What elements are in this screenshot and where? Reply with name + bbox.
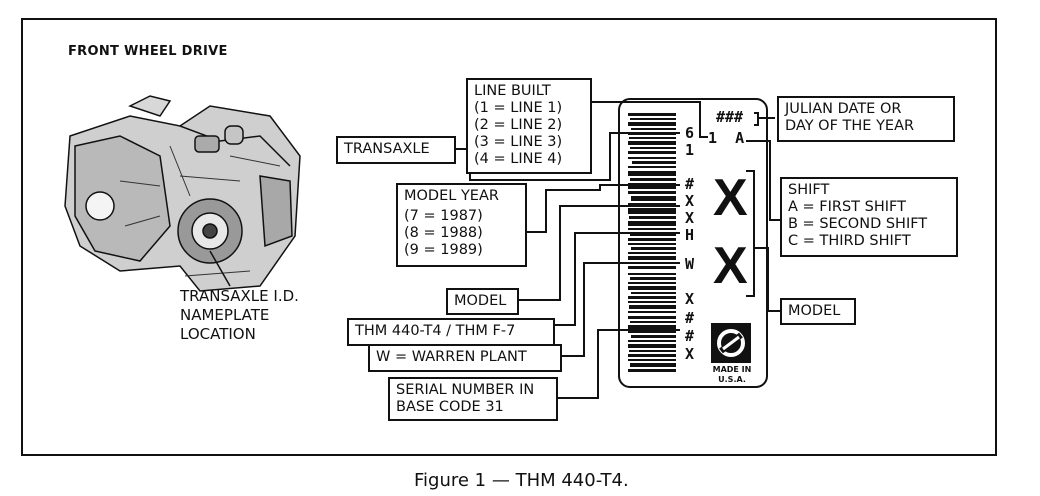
shift-b: B = SECOND SHIFT — [788, 216, 928, 232]
warren-plant-callout: W = WARREN PLANT — [368, 344, 562, 372]
serial-line-2: BASE CODE 31 — [396, 399, 504, 415]
plate-big-x-top: X — [713, 169, 748, 227]
model-right-callout: MODEL — [780, 298, 856, 325]
julian-line-2: DAY OF THE YEAR — [785, 118, 915, 134]
line-built-callout: LINE BUILT (1 = LINE 1) (2 = LINE 2) (3 … — [466, 78, 592, 174]
model-year-1988: (8 = 1988) — [404, 225, 483, 241]
shift-a: A = FIRST SHIFT — [788, 199, 906, 215]
made-in-usa-label: MADE IN U.S.A. — [710, 365, 754, 385]
plate-code-h: H — [685, 226, 695, 244]
plate-code-x-3: X — [685, 290, 695, 308]
plate-code-x-1: X — [685, 192, 695, 210]
julian-date-callout: JULIAN DATE OR DAY OF THE YEAR — [777, 96, 955, 142]
plate-julian-code: ### — [716, 108, 744, 126]
figure-caption: Figure 1 — THM 440-T4. — [414, 470, 629, 491]
line-built-title: LINE BUILT — [474, 83, 551, 99]
id-nameplate — [618, 98, 768, 388]
serial-line-1: SERIAL NUMBER IN — [396, 382, 535, 398]
plate-code-x-2: X — [685, 209, 695, 227]
plate-big-x-bottom: X — [713, 237, 748, 295]
gm-logo — [711, 323, 751, 363]
nameplate-location-label: TRANSAXLE I.D. NAMEPLATE LOCATION — [180, 287, 299, 344]
plate-code-x-4: X — [685, 345, 695, 363]
model-year-1987: (7 = 1987) — [404, 208, 483, 224]
transaxle-illustration — [64, 95, 301, 292]
plate-code-1: 1 — [685, 141, 695, 159]
figure-frame — [21, 18, 997, 456]
line-built-1: (1 = LINE 1) — [474, 100, 563, 116]
shift-callout: SHIFT A = FIRST SHIFT B = SECOND SHIFT C… — [780, 177, 958, 257]
transaxle-text: TRANSAXLE — [344, 141, 430, 157]
plate-line-shift-code: 1 A — [708, 129, 745, 147]
figure-heading: FRONT WHEEL DRIVE — [68, 44, 228, 59]
plate-code-hash-1: # — [685, 175, 695, 193]
barcode — [628, 113, 676, 372]
plate-code-hash-2: # — [685, 309, 695, 327]
model-left-callout: MODEL — [446, 288, 519, 315]
shift-title: SHIFT — [788, 182, 830, 198]
julian-line-1: JULIAN DATE OR — [785, 101, 902, 117]
warren-text: W = WARREN PLANT — [376, 349, 527, 365]
line-built-3: (3 = LINE 3) — [474, 134, 563, 150]
thm-callout: THM 440-T4 / THM F-7 — [347, 318, 555, 346]
thm-text: THM 440-T4 / THM F-7 — [355, 323, 516, 339]
line-built-4: (4 = LINE 4) — [474, 151, 563, 167]
plate-code-6: 6 — [685, 124, 695, 142]
transaxle-callout: TRANSAXLE — [336, 136, 456, 164]
plate-code-w: W — [685, 255, 695, 273]
model-right-text: MODEL — [788, 303, 841, 319]
line-built-2: (2 = LINE 2) — [474, 117, 563, 133]
serial-number-callout: SERIAL NUMBER IN BASE CODE 31 — [388, 377, 558, 421]
model-year-1989: (9 = 1989) — [404, 242, 483, 258]
shift-c: C = THIRD SHIFT — [788, 233, 911, 249]
made-in-line-2: U.S.A. — [718, 375, 746, 384]
model-left-text: MODEL — [454, 293, 507, 309]
plate-code-hash-3: # — [685, 327, 695, 345]
location-line-1: TRANSAXLE I.D. — [180, 287, 299, 305]
model-year-callout: MODEL YEAR (7 = 1987) (8 = 1988) (9 = 19… — [396, 183, 527, 267]
model-year-title: MODEL YEAR — [404, 188, 499, 204]
location-line-2: NAMEPLATE — [180, 306, 270, 324]
location-line-3: LOCATION — [180, 325, 256, 343]
made-in-line-1: MADE IN — [712, 365, 752, 374]
